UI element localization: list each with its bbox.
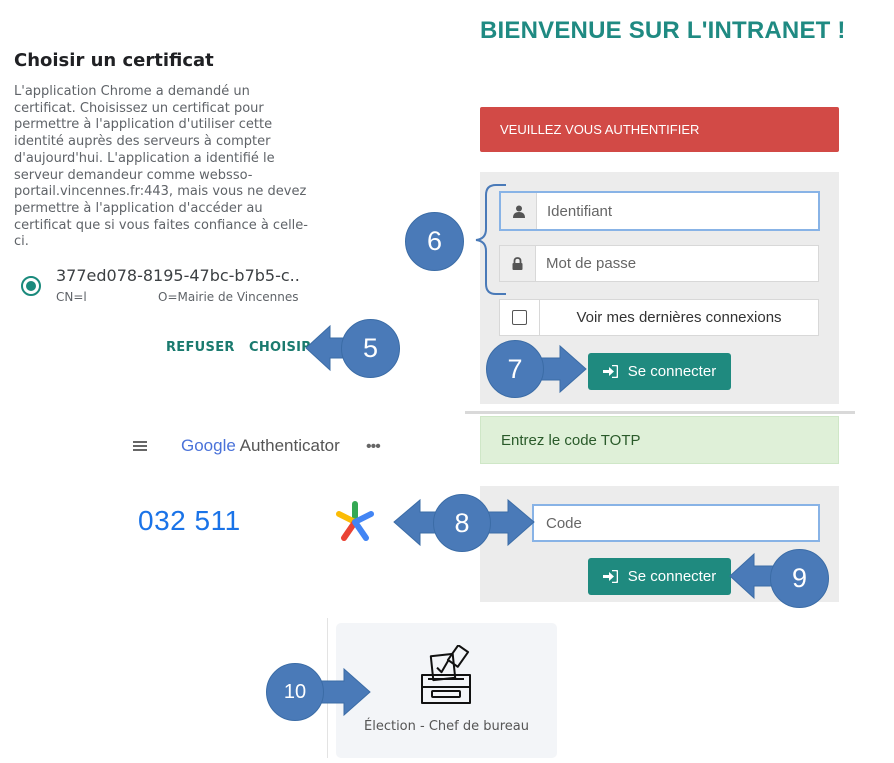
login-button-label: Se connecter: [627, 363, 717, 380]
menu-icon[interactable]: [133, 441, 147, 451]
history-checkbox-cell: [500, 300, 540, 335]
section-divider: [465, 411, 855, 414]
certificate-cn: CN=l: [56, 290, 87, 304]
authenticator-logo-icon: [336, 501, 374, 541]
authenticator-app: Google Authenticator •••: [123, 432, 393, 544]
certificate-dialog-title: Choisir un certificat: [14, 50, 214, 71]
lock-icon: [500, 246, 536, 281]
history-label: Voir mes dernières connexions: [576, 309, 782, 326]
password-input[interactable]: [536, 246, 818, 281]
authenticator-name: Authenticator: [239, 436, 340, 455]
username-input[interactable]: [537, 193, 818, 229]
certificate-dialog-body: L'application Chrome a demandé un certif…: [14, 84, 308, 250]
google-logo: Google: [181, 436, 236, 455]
choose-button[interactable]: CHOISIR: [249, 340, 312, 355]
step-7-badge: 7: [486, 340, 544, 398]
code-input[interactable]: [534, 506, 818, 540]
step-10-badge: 10: [266, 663, 324, 721]
arrow-10: [319, 667, 371, 717]
bracket-6: [475, 184, 506, 295]
code-field[interactable]: [532, 504, 820, 542]
history-checkbox[interactable]: [512, 310, 527, 325]
ballot-box-icon: [421, 645, 471, 704]
auth-alert: VEUILLEZ VOUS AUTHENTIFIER: [480, 107, 839, 152]
authenticator-title: Google Authenticator: [181, 436, 340, 456]
totp-login-button[interactable]: Se connecter: [588, 558, 731, 595]
sign-in-icon: [602, 570, 618, 583]
user-icon: [501, 193, 537, 229]
step-9-badge: 9: [770, 549, 829, 608]
history-checkbox-row[interactable]: Voir mes dernières connexions: [499, 299, 819, 336]
election-card-label: Élection - Chef de bureau: [364, 719, 529, 734]
step-8-badge: 8: [433, 494, 491, 552]
page-title: BIENVENUE SUR L'INTRANET !: [480, 17, 846, 44]
totp-login-button-label: Se connecter: [627, 568, 717, 585]
username-field[interactable]: [499, 191, 820, 231]
sign-in-icon: [602, 365, 618, 378]
totp-alert: Entrez le code TOTP: [480, 416, 839, 464]
certificate-radio[interactable]: [21, 276, 41, 296]
login-button[interactable]: Se connecter: [588, 353, 731, 390]
step-6-badge: 6: [405, 212, 464, 271]
more-options-icon[interactable]: •••: [366, 438, 381, 455]
refuse-button[interactable]: REFUSER: [166, 340, 235, 355]
totp-code: 032 511: [138, 505, 241, 536]
password-field[interactable]: [499, 245, 819, 282]
certificate-id: 377ed078-8195-47bc-b7b5-c..: [56, 266, 300, 285]
certificate-org: O=Mairie de Vincennes: [158, 290, 299, 304]
step-5-badge: 5: [341, 319, 400, 378]
